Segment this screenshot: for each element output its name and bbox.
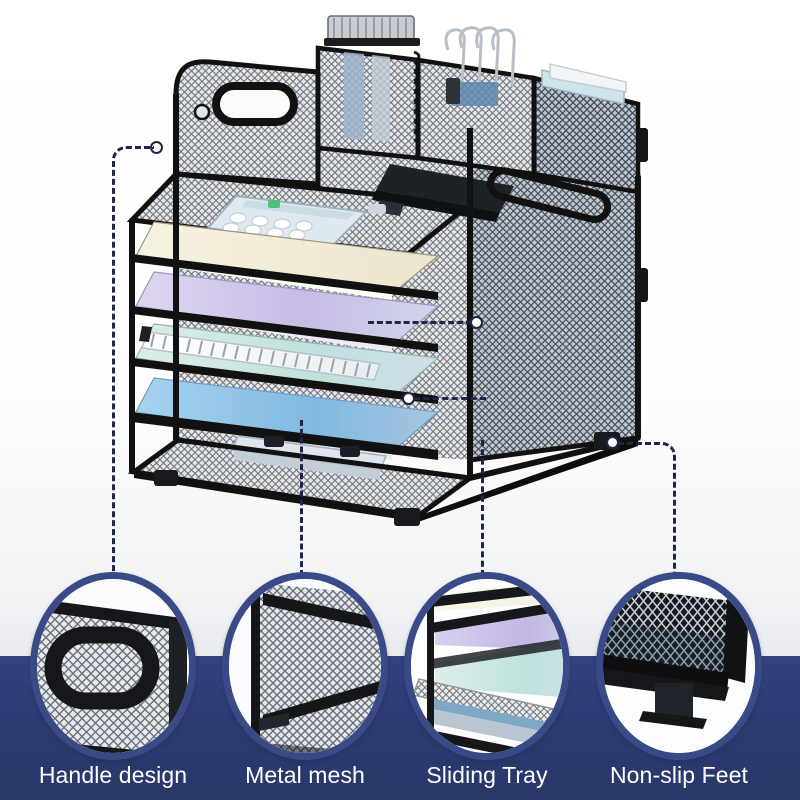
feature-image-sliding-tray [404, 572, 570, 760]
feature-handle-design[interactable]: Handle design [30, 572, 196, 788]
feature-metal-mesh[interactable]: Metal mesh [222, 572, 388, 788]
leader-sliding-tray-h [414, 397, 486, 400]
feature-label-handle-design: Handle design [38, 762, 188, 788]
leader-feet [618, 442, 676, 578]
binder-clips-top [324, 15, 420, 46]
accessory-compartments [173, 15, 641, 195]
right-handle [486, 167, 612, 223]
feature-sliding-tray[interactable]: Sliding Tray [404, 572, 570, 788]
rubber-foot [655, 683, 693, 721]
leader-sliding-tray-upper [368, 321, 472, 324]
foot-left [154, 470, 178, 486]
shelf-3-mint [132, 323, 440, 404]
frame-posts [129, 94, 641, 478]
leader-handle [112, 146, 154, 576]
feature-non-slip-feet[interactable]: Non-slip Feet [596, 572, 762, 788]
leader-sliding-tray-v [481, 440, 484, 576]
feature-image-non-slip-feet [596, 572, 762, 760]
shelf-1-cream [132, 221, 440, 300]
spiral-notebook-shelf [139, 326, 381, 381]
feature-image-metal-mesh [222, 572, 388, 760]
feature-image-handle-design [30, 572, 196, 760]
feature-label-sliding-tray: Sliding Tray [426, 762, 548, 788]
paper-clips [444, 26, 516, 87]
feature-label-non-slip-feet: Non-slip Feet [609, 762, 749, 788]
leader-metal-mesh [300, 420, 303, 576]
feature-label-metal-mesh: Metal mesh [245, 762, 365, 788]
shelf-2-lavender [132, 271, 440, 352]
product-image [118, 8, 678, 528]
foot-front [394, 508, 420, 526]
